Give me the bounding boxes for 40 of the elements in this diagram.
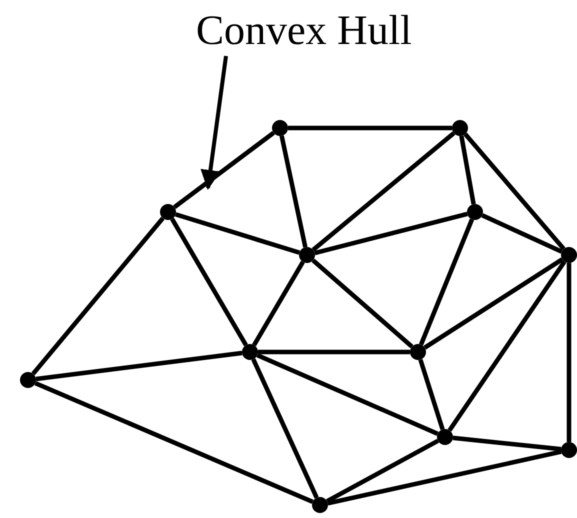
vertex-dot [312, 497, 328, 513]
triangulation-edge [174, 212, 300, 255]
triangulation-edge [31, 216, 165, 376]
triangulation-edge [452, 436, 562, 452]
vertex-dot [160, 204, 176, 220]
vertex-dot [437, 429, 453, 445]
triangulation-edge [448, 260, 566, 432]
vertex-dot [299, 247, 315, 263]
triangulation-edge [252, 260, 305, 346]
vertex-dot [561, 247, 577, 263]
triangulation-edge [173, 131, 275, 209]
triangulation-edge [418, 358, 445, 430]
triangulation-edge [34, 381, 314, 504]
vertex-dot [467, 204, 483, 220]
triangulation-edge [312, 131, 456, 252]
vertex-dot [561, 442, 577, 458]
vertex-dot [242, 344, 258, 360]
vertex-dot [410, 344, 426, 360]
triangulation-edge [566, 263, 572, 442]
triangulation-edge [251, 358, 319, 499]
triangulation-edge [459, 135, 476, 205]
triangulation-edge [326, 438, 440, 504]
triangulation-edge [279, 135, 308, 248]
hull-label: Convex Hull [196, 10, 412, 52]
vertex-dot [20, 372, 36, 388]
triangulation-edge [418, 218, 474, 346]
triangulation-edge [36, 350, 242, 382]
triangulation-edge [258, 350, 410, 354]
triangulation-edge [464, 132, 566, 250]
triangulation-edge [256, 353, 439, 436]
triangulation-edge [424, 257, 564, 350]
leader-arrow [200, 56, 228, 190]
triangulation-edge [327, 450, 562, 506]
triangulation-edge [312, 258, 414, 348]
vertex-dot [272, 120, 288, 136]
vertex-dot [452, 120, 468, 136]
triangulation-edge [288, 126, 452, 130]
triangulation-edge [481, 213, 563, 254]
triangulation-edge [314, 212, 468, 256]
triangulation-edge [170, 218, 248, 346]
